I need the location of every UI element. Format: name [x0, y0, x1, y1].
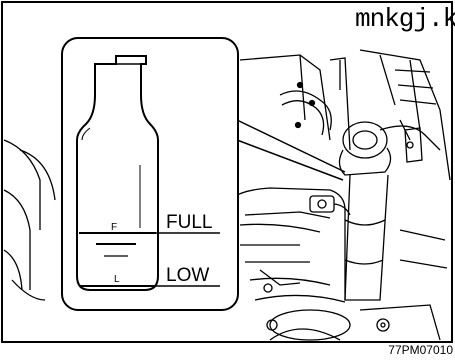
full-label: FULL [166, 212, 212, 233]
reference-code: 77PM07010 [388, 343, 453, 357]
watermark-text: mnkgj.k [355, 4, 455, 34]
low-marker-text: L [114, 274, 120, 285]
low-label: LOW [166, 265, 209, 286]
full-marker-text: F [111, 222, 117, 233]
